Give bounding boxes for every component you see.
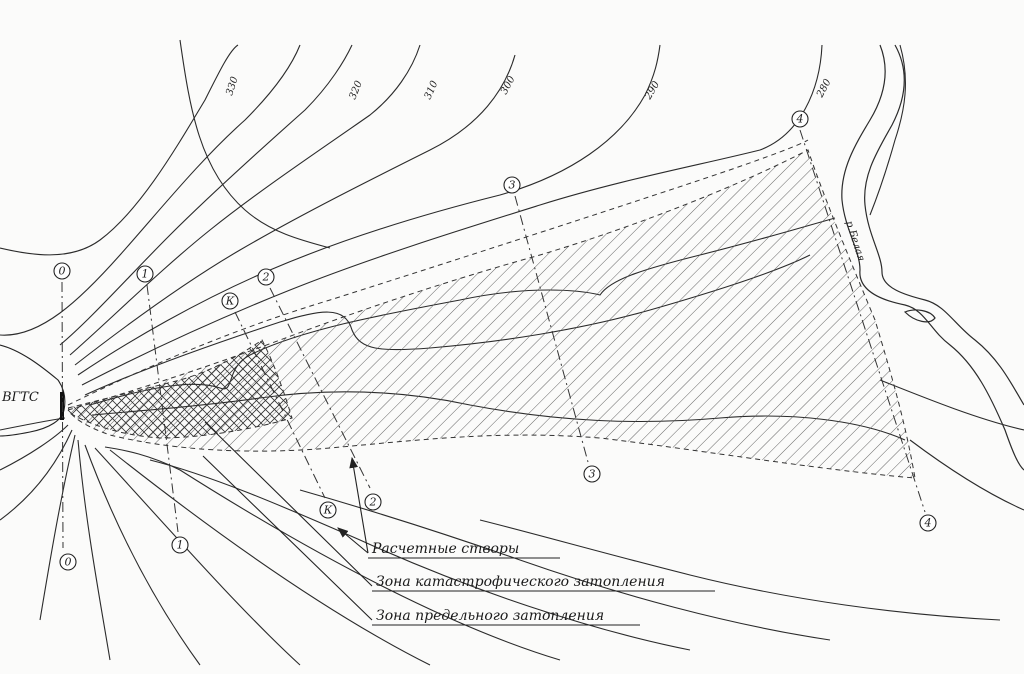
catastrophic-flood-zone [68,340,292,438]
legend-sections: Расчетные створы [371,541,519,557]
section-marker-k-bottom: К [319,501,337,519]
section-1-line [146,284,179,533]
svg-text:1: 1 [177,539,184,552]
section-marker-0-bottom: 0 [59,553,77,571]
section-marker-4-top: 4 [791,110,809,128]
svg-text:4: 4 [796,113,804,126]
contour-label-280: 280 [814,77,833,100]
section-marker-4-bottom: 4 [919,514,937,532]
leader-catastrophic [204,421,373,587]
svg-text:К: К [323,504,333,517]
leader-sections [349,456,369,554]
catastrophic-flood-zone-outline [67,339,293,439]
svg-text:3: 3 [509,179,516,192]
svg-text:0: 0 [65,556,72,569]
calculation-sections [61,129,926,549]
section-marker-1-top: 1 [136,265,154,283]
contour-lines-lower [0,379,1024,666]
limit-flood-zone-outline [67,149,916,479]
contour-lines-upper [0,39,906,386]
section-2-line [269,287,371,489]
section-marker-1-bottom: 1 [171,536,189,554]
section-marker-3-bottom: 3 [583,465,601,483]
section-k-line [234,311,326,499]
svg-text:К: К [225,295,235,308]
svg-text:4: 4 [924,517,932,530]
legend-leaders [202,421,715,626]
section-marker-k-top: К [221,292,239,310]
river-belaya [841,44,1024,471]
section-3-line [514,195,589,463]
section-marker-3-top: 3 [503,176,521,194]
contour-label-310: 310 [423,79,441,101]
contour-label-330: 330 [224,75,241,97]
svg-text:2: 2 [262,271,270,284]
section-0-line [61,281,64,549]
svg-text:0: 0 [59,265,66,278]
svg-text:2: 2 [369,496,377,509]
section-marker-2-top: 2 [257,268,275,286]
leader-sections-k [337,527,369,554]
section-marker-0-top: 0 [53,262,71,280]
contour-label-300: 300 [499,74,518,97]
legend-catastrophic-zone: Зона катастрофического затопления [376,574,665,590]
site-label: ВГТС [1,390,39,405]
section-marker-2-bottom: 2 [364,493,382,511]
contour-label-320: 320 [348,79,366,101]
leader-limit [202,455,373,621]
svg-text:1: 1 [142,268,149,281]
section-4-line [799,129,926,513]
legend-limit-zone: Зона предельного затопления [376,608,604,624]
contour-label-290: 290 [643,79,663,102]
svg-text:3: 3 [589,468,596,481]
site-dam: ВГТС [0,344,66,437]
